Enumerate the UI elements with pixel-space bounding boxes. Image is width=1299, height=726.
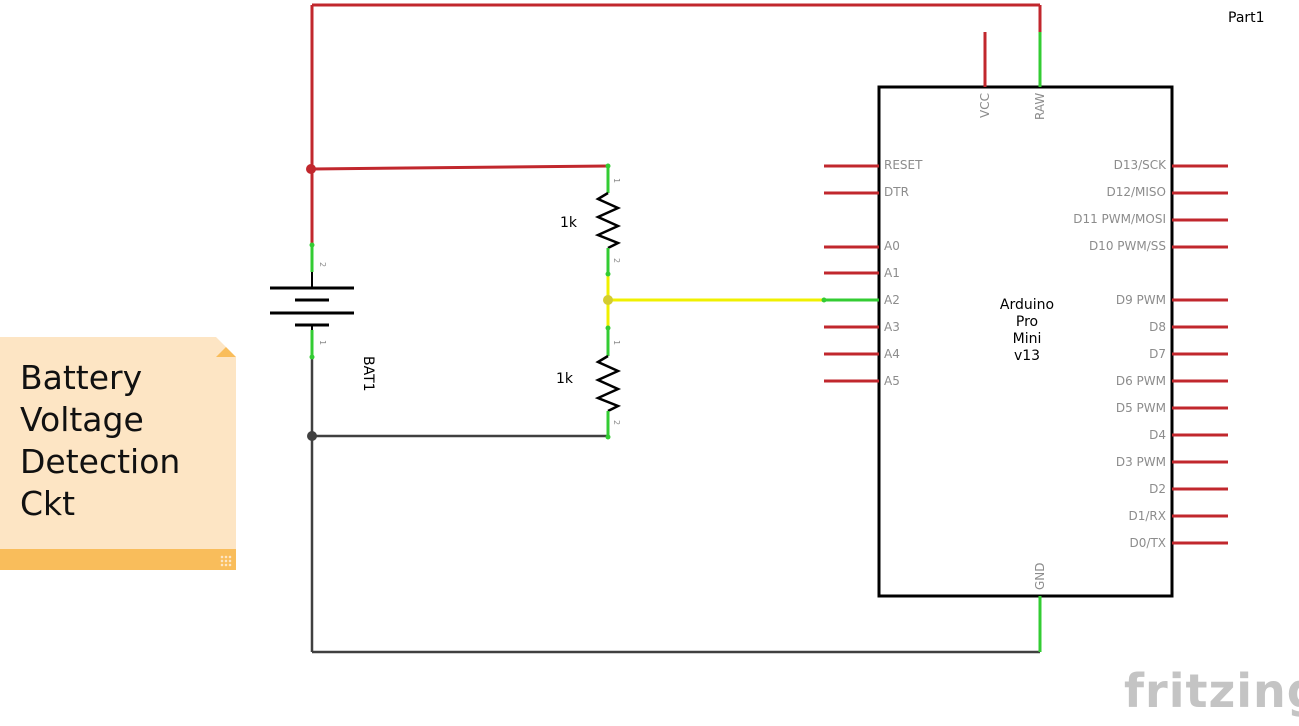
note-line-4: Ckt [20,484,76,523]
note-bottom-bar [0,549,236,570]
pin-d5-label: D5 PWM [1116,401,1166,415]
arduino-title-line-4: v13 [1014,348,1040,364]
resistor-r1-value: 1k [560,215,578,231]
pin-d7-label: D7 [1149,347,1166,361]
arduino-title-line-1: Arduino [1000,297,1054,313]
battery-pin-bottom-number: 1 [318,340,327,345]
pin-a5-label: A5 [884,374,900,388]
resistor-r1-pin-bottom-number: 2 [612,258,621,263]
arduino-title-line-3: Mini [1013,331,1042,347]
pin-d4-label: D4 [1149,428,1166,442]
pin-d11-label: D11 PWM/MOSI [1073,212,1166,226]
pin-a4-label: A4 [884,347,900,361]
signal-wire-a2[interactable] [606,273,824,328]
battery-symbol[interactable] [270,245,354,357]
pin-d12-label: D12/MISO [1106,185,1166,199]
note-text[interactable]: Battery Voltage Detection Ckt [20,357,230,525]
right-pin-leads[interactable] [1172,164,1228,545]
pin-d6-label: D6 PWM [1116,374,1166,388]
pin-d3-label: D3 PWM [1116,455,1166,469]
ground-wires[interactable] [310,355,1040,654]
note-line-3: Detection [20,442,181,481]
pin-reset-label: RESET [884,158,923,172]
pin-d9-label: D9 PWM [1116,293,1166,307]
pin-a1-label: A1 [884,266,900,280]
battery-label: BAT1 [360,356,376,392]
note-line-2: Voltage [20,400,144,439]
pin-d8-label: D8 [1149,320,1166,334]
ground-junction [307,431,317,441]
fritzing-logo: fritzing [1124,664,1299,718]
pin-d2-label: D2 [1149,482,1166,496]
pin-dtr-label: DTR [884,185,909,199]
arduino-body[interactable] [877,85,1174,598]
left-pin-leads[interactable] [824,164,879,383]
pin-d13-label: D13/SCK [1114,158,1168,172]
pin-a0-label: A0 [884,239,900,253]
pin-d1-label: D1/RX [1129,509,1166,523]
resistor-r2[interactable] [594,328,622,437]
pin-gnd-label: GND [1033,562,1047,590]
signal-junction [603,295,613,305]
resistor-r2-pin-bottom-number: 2 [612,420,621,425]
pin-d10-label: D10 PWM/SS [1089,239,1166,253]
part-label: Part1 [1228,10,1265,26]
note-line-1: Battery [20,358,143,397]
resize-grip-icon[interactable] [220,555,232,567]
pin-a3-label: A3 [884,320,900,334]
arduino-title-line-2: Pro [1016,314,1038,330]
pin-a2-label: A2 [884,293,900,307]
battery-pin-top-number: 2 [318,262,327,267]
pin-raw-label: RAW [1033,93,1047,120]
resistor-r2-value: 1k [556,371,574,387]
resistor-r1-pin-top-number: 1 [612,178,621,183]
power-wires[interactable] [310,3,1042,245]
resistor-r1[interactable] [594,166,622,274]
sticky-note[interactable]: Battery Voltage Detection Ckt [0,337,236,570]
connection-dots [309,163,827,440]
power-junction [306,164,316,174]
pin-vcc-label: VCC [978,93,992,118]
resistor-r2-pin-top-number: 1 [612,340,621,345]
pin-d0-label: D0/TX [1130,536,1166,550]
